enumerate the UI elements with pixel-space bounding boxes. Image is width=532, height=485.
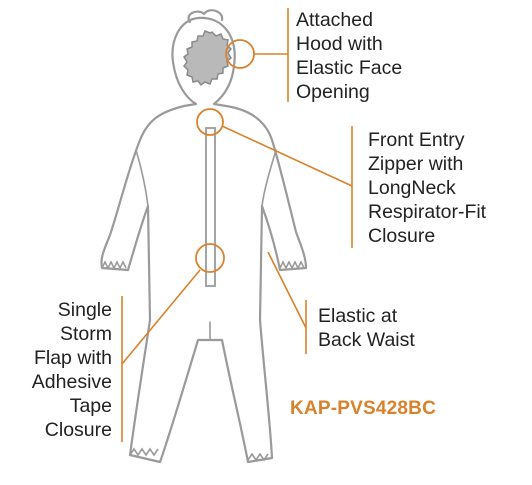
callout-line: LongNeck — [368, 176, 486, 200]
callout-line: Elastic at — [318, 304, 415, 328]
callout-line: Hood with — [296, 32, 402, 56]
callout-line: Storm — [0, 322, 112, 346]
callout-elastic-back-waist: Elastic at Back Waist — [318, 304, 415, 352]
model-code: KAP-PVS428BC — [290, 398, 436, 420]
callout-line: Tape — [0, 394, 112, 418]
callout-line: Attached — [296, 8, 402, 32]
callout-line: Single — [0, 298, 112, 322]
callout-line: Respirator-Fit — [368, 200, 486, 224]
callout-attached-hood: Attached Hood with Elastic Face Opening — [296, 8, 402, 104]
callout-line: Zipper with — [368, 152, 486, 176]
callout-line: Back Waist — [318, 328, 415, 352]
callout-line: Front Entry — [368, 128, 486, 152]
callout-line: Elastic Face — [296, 56, 402, 80]
callout-line: Flap with — [0, 346, 112, 370]
front-zipper — [206, 128, 215, 286]
callout-line: Opening — [296, 80, 402, 104]
callout-storm-flap: Single Storm Flap with Adhesive Tape Clo… — [0, 298, 112, 442]
callout-line: Adhesive — [0, 370, 112, 394]
callout-line: Closure — [0, 418, 112, 442]
callout-line: Closure — [368, 224, 486, 248]
callout-front-entry-zipper: Front Entry Zipper with LongNeck Respira… — [368, 128, 486, 248]
